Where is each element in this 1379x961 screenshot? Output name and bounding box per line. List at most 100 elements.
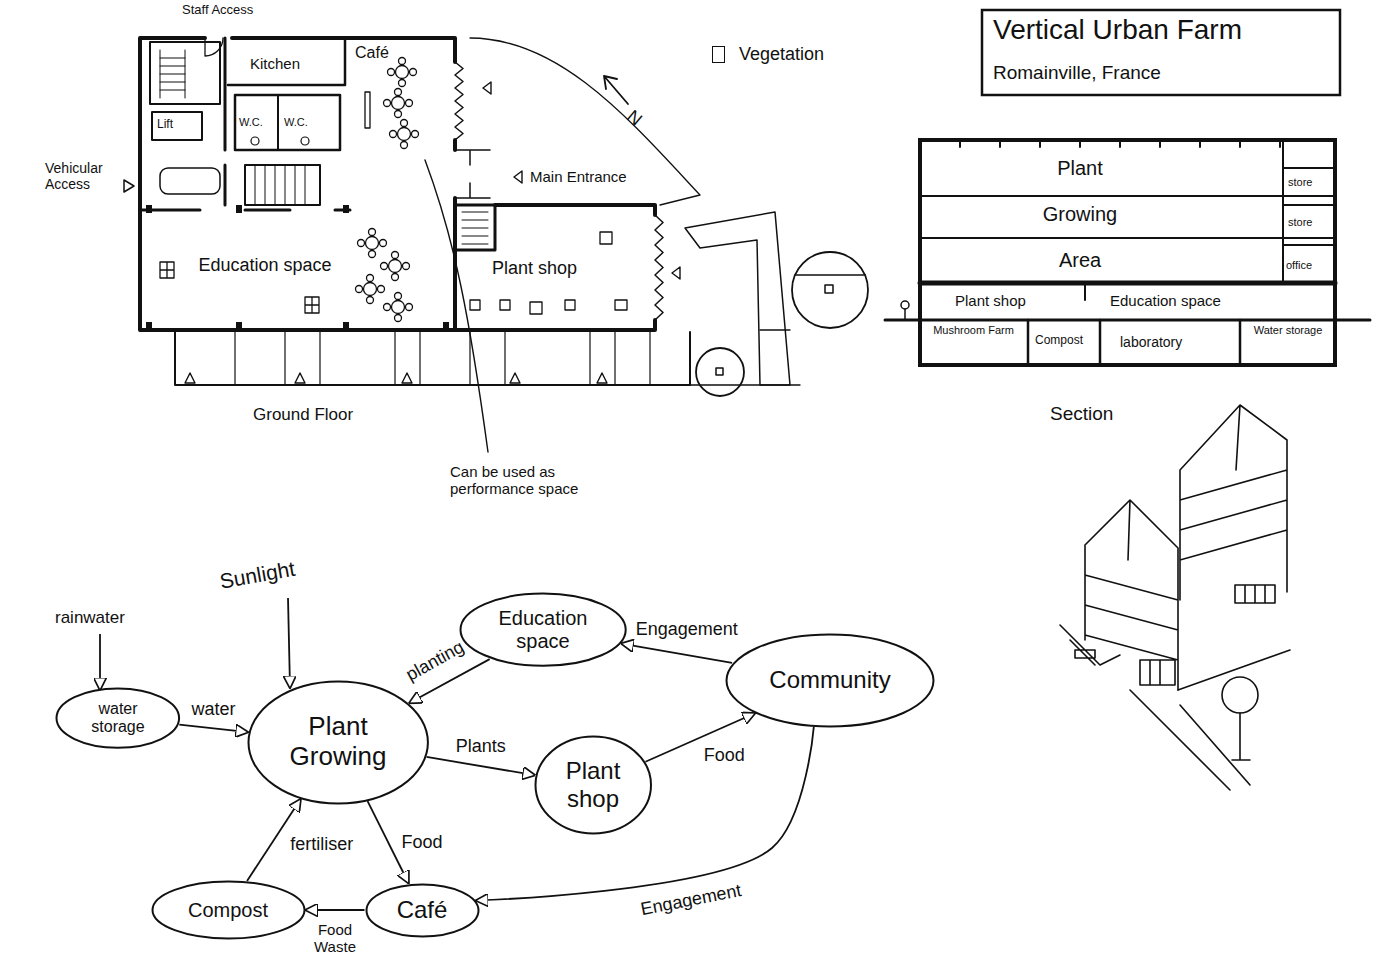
- edge-label: planting: [401, 636, 470, 687]
- edge-label: Food: [400, 832, 445, 853]
- tree-sketch: [1232, 713, 1250, 760]
- plan-label: store: [1288, 216, 1312, 229]
- table: [356, 275, 385, 304]
- edge-label: Engagement: [637, 879, 745, 920]
- basement-partition: [1028, 320, 1240, 365]
- stair-treads: [255, 165, 305, 205]
- site-sketch: [1060, 625, 1290, 790]
- table: [381, 252, 410, 281]
- edge-label: fertiliser: [288, 834, 355, 855]
- building-sketch: [1085, 500, 1178, 690]
- table: [358, 229, 387, 258]
- flow-ellipse: Education space: [459, 592, 627, 667]
- ellipse-shape: [460, 594, 625, 666]
- person: [901, 301, 909, 309]
- flow-ellipse: Café: [365, 883, 480, 938]
- tree: [696, 348, 744, 396]
- tree-sketch: [1222, 677, 1258, 713]
- plan-label: Compost: [1035, 334, 1083, 348]
- input-arrow: [99, 634, 101, 690]
- edge-label: water: [190, 699, 238, 720]
- ellipse-shape: [248, 681, 427, 803]
- education-wall: [140, 209, 350, 212]
- kitchen-wall: [228, 38, 345, 85]
- flow-ellipse: Plant Growing: [247, 680, 429, 805]
- flow-arrow: [476, 727, 814, 901]
- tree: [795, 275, 865, 293]
- wall: [140, 38, 655, 330]
- vehicle: [160, 168, 220, 194]
- floor-slab: [920, 281, 1335, 286]
- plan-label: office: [1286, 259, 1312, 272]
- table: [384, 89, 413, 118]
- legend-item: Vegetation: [712, 44, 824, 65]
- entry-marker: [483, 82, 680, 279]
- staff-door: [205, 38, 223, 56]
- plan-label: Plant shop: [955, 292, 1026, 309]
- plan-label: store: [1288, 176, 1312, 189]
- flow-arrow: [179, 725, 248, 732]
- plan-label: Vehicular Access: [45, 160, 125, 192]
- plan-label: Romainville, France: [993, 62, 1161, 84]
- plan-label: Mushroom Farm: [926, 324, 1021, 337]
- plan-label: Ground Floor: [253, 405, 353, 425]
- flow-arrow: [427, 757, 535, 775]
- title-text: Vertical Urban Farm: [993, 14, 1242, 46]
- facade: [175, 332, 690, 385]
- column: [146, 205, 449, 330]
- folding-door: [455, 62, 463, 140]
- person: [904, 309, 906, 320]
- roof-ticks: [960, 140, 1280, 147]
- display-stand: [470, 232, 627, 314]
- ellipse-shape: [366, 884, 478, 936]
- node-text: Education space: [488, 607, 598, 653]
- flow-ellipse: Community: [725, 633, 935, 728]
- plan-label: Lift: [157, 118, 173, 132]
- folding-door: [655, 215, 663, 320]
- tree: [792, 252, 868, 328]
- node-text: Compost: [188, 899, 268, 922]
- partition: [1084, 283, 1086, 300]
- stair-core: [455, 205, 495, 250]
- stair-treads: [462, 212, 488, 244]
- table: [388, 58, 417, 87]
- stair: [245, 165, 320, 205]
- edge-label: Food: [702, 745, 747, 766]
- leader-line: [425, 160, 488, 452]
- wc-block: [235, 95, 340, 150]
- node-text: Plant Growing: [278, 712, 398, 772]
- counter: [365, 92, 370, 128]
- flow-ellipse: water storage: [55, 687, 181, 749]
- table: [390, 120, 419, 149]
- wc-fixture: [301, 137, 309, 145]
- title-box: [982, 10, 1340, 95]
- plan-label: Can be used as performance space: [450, 463, 630, 498]
- flow-ellipse: Compost: [151, 880, 306, 940]
- service-column: [1283, 140, 1335, 283]
- edge-label: Food Waste: [308, 921, 362, 956]
- table: [384, 293, 413, 322]
- plan-label: rainwater: [55, 608, 125, 628]
- legend-swatch: [712, 46, 725, 63]
- north-arrow: [604, 76, 628, 104]
- ellipse-shape: [152, 882, 304, 939]
- lift-shaft: [152, 112, 202, 140]
- stair-treads: [160, 50, 185, 98]
- node-text: Plant shop: [556, 757, 631, 812]
- plan-label: laboratory: [1120, 334, 1182, 350]
- plan-label: Café: [355, 44, 389, 62]
- section-outline: [920, 140, 1335, 365]
- ellipse-shape: [727, 634, 934, 726]
- wc-fixture: [251, 137, 259, 145]
- entrance-door: [455, 150, 490, 198]
- plan-label: Plant shop: [492, 258, 577, 279]
- partition: [224, 38, 227, 205]
- entry-marker: [185, 373, 607, 383]
- tower-sketch: [1180, 405, 1287, 603]
- wc-partition: [277, 95, 279, 150]
- plan-label: Plant Growing Area: [1020, 145, 1140, 283]
- plan-label: Kitchen: [250, 55, 300, 72]
- plan-label: N: [623, 106, 646, 130]
